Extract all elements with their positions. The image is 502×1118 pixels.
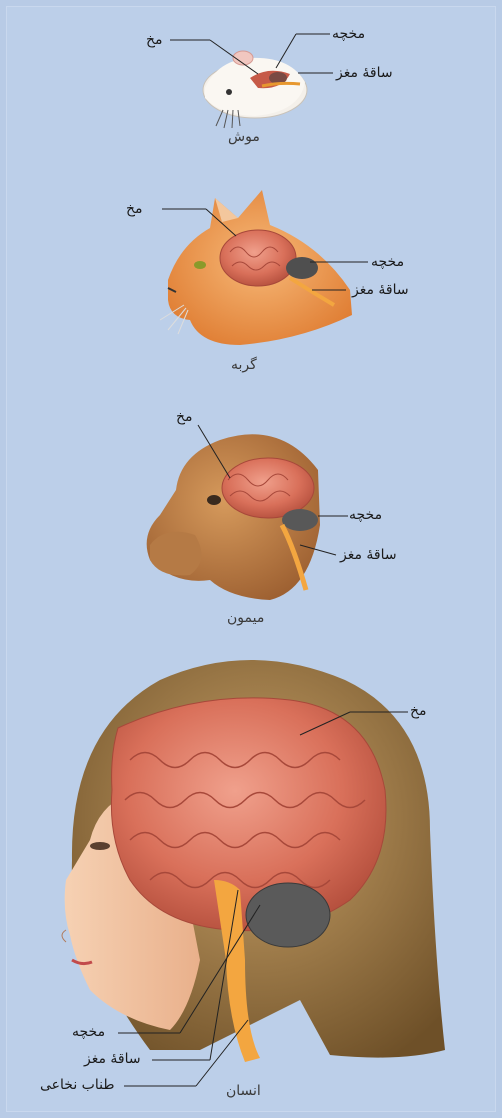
mouse-caption: موش — [228, 130, 260, 144]
cat-brainstem-label: ساقهٔ مغز — [352, 283, 409, 297]
monkey-cerebellum-label: مخچه — [349, 508, 382, 522]
human-illustration — [62, 660, 445, 1062]
human-cerebrum-label: مخ — [410, 704, 427, 718]
cat-cerebellum-label: مخچه — [371, 255, 404, 269]
mouse-cerebellum-label: مخچه — [332, 27, 365, 41]
cat-illustration — [160, 190, 352, 345]
human-brainstem-label: ساقهٔ مغز — [84, 1052, 141, 1066]
human-cerebellum-label: مخچه — [72, 1025, 105, 1039]
mouse-illustration — [203, 51, 307, 128]
human-caption: انسان — [226, 1084, 261, 1098]
human-spinal-cord-label: طناب نخاعی — [40, 1078, 114, 1092]
monkey-cerebrum-label: مخ — [176, 410, 193, 424]
cat-cerebrum-label: مخ — [126, 202, 143, 216]
monkey-illustration — [147, 434, 320, 600]
monkey-brainstem-label: ساقهٔ مغز — [340, 548, 397, 562]
mouse-brainstem-label: ساقهٔ مغز — [336, 66, 393, 80]
mouse-cerebrum-label: مخ — [146, 33, 163, 47]
monkey-caption: میمون — [227, 611, 264, 625]
cat-caption: گربه — [231, 358, 257, 372]
